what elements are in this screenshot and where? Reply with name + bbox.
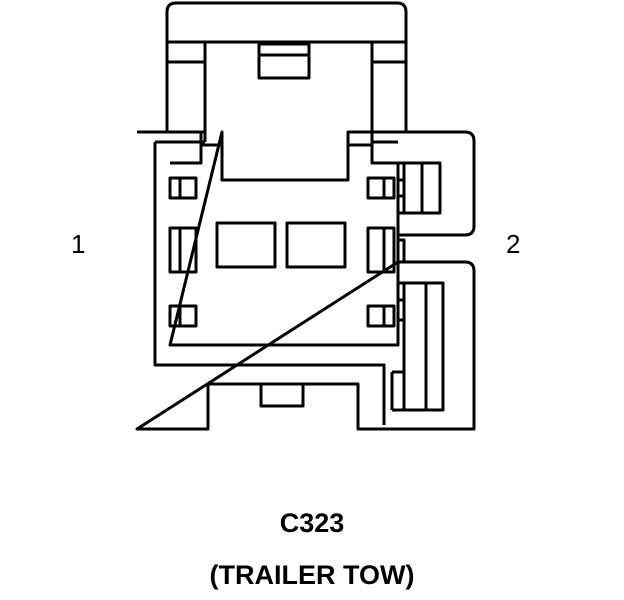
right-notch <box>396 235 406 262</box>
terminal-cavity-1 <box>215 221 277 269</box>
right-slot-bottom <box>366 304 396 328</box>
pin-1-label: 1 <box>71 229 86 259</box>
top-latch-outline <box>165 1 408 132</box>
left-slot-middle <box>168 226 198 274</box>
right-lock-ribs-lower <box>390 281 445 412</box>
left-terminal-slots <box>168 176 198 328</box>
cavity-block <box>168 130 400 347</box>
housing-inner-wall <box>153 142 386 425</box>
upper-rib-frame <box>398 161 442 215</box>
left-slot-top <box>168 176 198 200</box>
lower-rib-frame <box>392 281 445 412</box>
housing-outline <box>135 130 476 431</box>
bottom-key <box>259 382 305 408</box>
terminal-cavity-2 <box>285 221 347 269</box>
right-lock-ribs-upper <box>398 161 442 215</box>
connector-id: C323 <box>279 508 345 538</box>
right-slot-middle <box>366 226 396 274</box>
pin-2-label: 2 <box>506 229 521 259</box>
left-slot-bottom <box>168 304 198 328</box>
top-latch <box>165 1 408 132</box>
top-latch-lock-bump <box>257 42 311 80</box>
right-terminal-slots <box>366 176 396 328</box>
connector-description: (TRAILER TOW) <box>209 560 415 590</box>
right-slot-top <box>366 176 396 200</box>
